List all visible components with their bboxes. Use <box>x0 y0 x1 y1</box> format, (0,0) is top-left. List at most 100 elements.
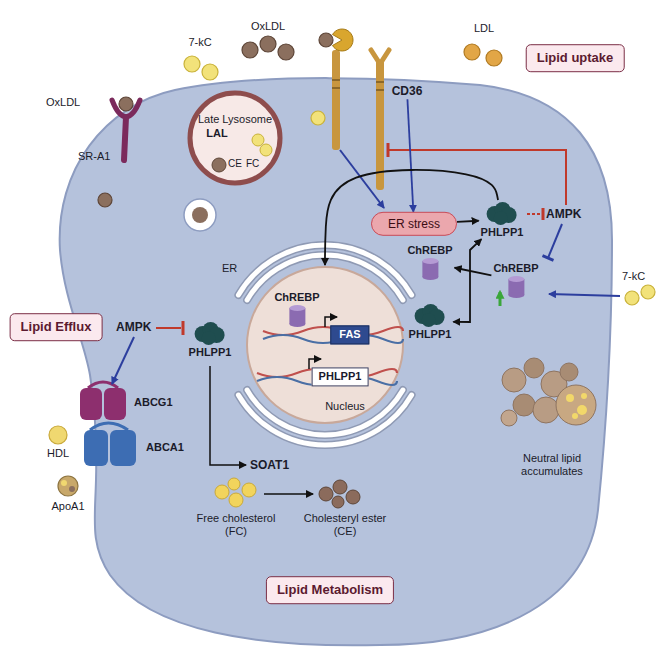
cholesterol-particles <box>346 490 360 504</box>
cholesterol-particles <box>229 493 243 507</box>
annotation-label: OxLDL <box>251 20 285 33</box>
efflux-transporters <box>49 426 67 444</box>
lipid-droplets <box>556 385 596 425</box>
annotation-label: CE <box>228 158 242 170</box>
oxidized-ldl-particles <box>319 33 333 47</box>
protein-icon <box>507 275 525 299</box>
sterol-particles <box>202 64 218 80</box>
pathway-lines <box>112 337 134 384</box>
scavenger-receptor <box>124 117 126 160</box>
lipid-droplets <box>572 413 578 419</box>
efflux-transporters <box>69 486 75 492</box>
node-text: Lipid Metabolism <box>277 582 383 598</box>
lipid-droplets <box>501 410 517 426</box>
oxidized-ldl-particles <box>98 193 112 207</box>
protein-icon <box>421 257 439 281</box>
scavenger-receptor <box>112 100 140 160</box>
node-text: ER stress <box>388 217 440 231</box>
protein-cylinder: ChREBP <box>272 291 321 328</box>
protein-icon <box>202 331 216 345</box>
node-text: FAS <box>339 328 360 341</box>
annotation-label: Cholesteryl ester (CE) <box>297 512 393 538</box>
cholesterol-particles <box>242 483 256 497</box>
efflux-transporters <box>61 480 67 486</box>
endocytic-vesicle <box>192 207 208 223</box>
efflux-transporters <box>49 382 136 496</box>
cholesterol-particles <box>333 480 347 494</box>
oxidized-ldl-particles <box>278 44 294 60</box>
oxidized-ldl-particles <box>119 97 133 111</box>
efflux-transporters <box>104 388 126 420</box>
section-tag: Lipid Efflux <box>10 313 103 341</box>
node-text: ChREBP <box>407 244 452 257</box>
nucleus-outline <box>247 267 403 423</box>
section-tag: Lipid uptake <box>526 44 625 72</box>
annotation-label: SR-A1 <box>78 150 110 163</box>
pathway-lines <box>499 292 502 306</box>
sterol-particles <box>641 285 655 299</box>
cell-body <box>60 78 612 645</box>
pathway-lines <box>548 224 562 258</box>
cd36-receptor <box>333 29 354 51</box>
lysosome-outline <box>260 144 272 156</box>
lysosome-outline <box>212 158 226 172</box>
node-text: Lipid uptake <box>537 50 614 66</box>
ldl-particles <box>486 50 502 66</box>
node-text: PHLPP1 <box>319 370 362 383</box>
node-text: PHLPP1 <box>481 226 524 239</box>
cd36-receptor <box>332 80 384 90</box>
cholesterol-particles <box>332 496 344 508</box>
ldl-particles <box>311 111 325 125</box>
cd36-receptor <box>371 50 389 64</box>
lipid-droplets <box>513 394 535 416</box>
pathway-lines <box>542 208 545 220</box>
pathway-arrow <box>407 99 413 212</box>
lysosome-outline <box>187 90 283 186</box>
pathway-lines <box>340 150 384 208</box>
protein-icon <box>508 292 524 298</box>
cholesterol-particles <box>228 478 240 490</box>
cd36-receptor <box>332 29 389 190</box>
node-text: PHLPP1 <box>189 346 232 359</box>
efflux-transporters <box>84 430 108 466</box>
pathway-lines <box>264 493 313 495</box>
node-text: LAL <box>169 127 265 140</box>
protein-icon <box>422 258 438 264</box>
protein-cylinder: ChREBP <box>405 244 454 281</box>
protein-blob: PHLPP1 <box>187 320 234 359</box>
ldl-particles <box>464 44 480 60</box>
annotation-label: OxLDL <box>46 96 80 109</box>
gene-box: PHLPP1 <box>312 367 369 386</box>
lipid-droplets <box>524 358 544 378</box>
node-text: Lipid Efflux <box>21 319 92 335</box>
node-text: Late Lysosome <box>187 113 283 126</box>
gene-box: FAS <box>330 325 369 344</box>
lipid-droplets <box>501 358 596 426</box>
annotation-label: Free cholesterol (FC) <box>188 512 284 538</box>
sterol-particles <box>184 56 655 305</box>
annotation-label: HDL <box>47 447 69 460</box>
oxidized-ldl-particles <box>260 36 276 52</box>
er-membrane <box>238 245 411 445</box>
oxidized-ldl-particles <box>242 42 258 58</box>
oxidized-ldl-particles <box>98 33 333 207</box>
protein-icon <box>289 305 305 311</box>
sterol-particles <box>625 291 639 305</box>
lipid-droplets <box>577 405 587 415</box>
annotation-label: ER <box>222 262 237 275</box>
pathway-lines <box>156 327 181 329</box>
receptor-label: CD36 <box>389 83 426 99</box>
cd36-receptor <box>332 50 340 150</box>
pathway-arrow <box>457 221 479 222</box>
lipid-droplets <box>533 397 559 423</box>
cholesterol-particles <box>215 485 229 499</box>
pathway-lines <box>112 143 620 494</box>
protein-icon <box>288 304 306 328</box>
cholesterol-particles <box>319 487 333 501</box>
cd36-receptor <box>376 60 384 190</box>
node-text: CD36 <box>392 84 423 98</box>
protein-icon <box>289 321 305 327</box>
efflux-transporters <box>110 430 136 466</box>
node-text: ChREBP <box>493 262 538 275</box>
